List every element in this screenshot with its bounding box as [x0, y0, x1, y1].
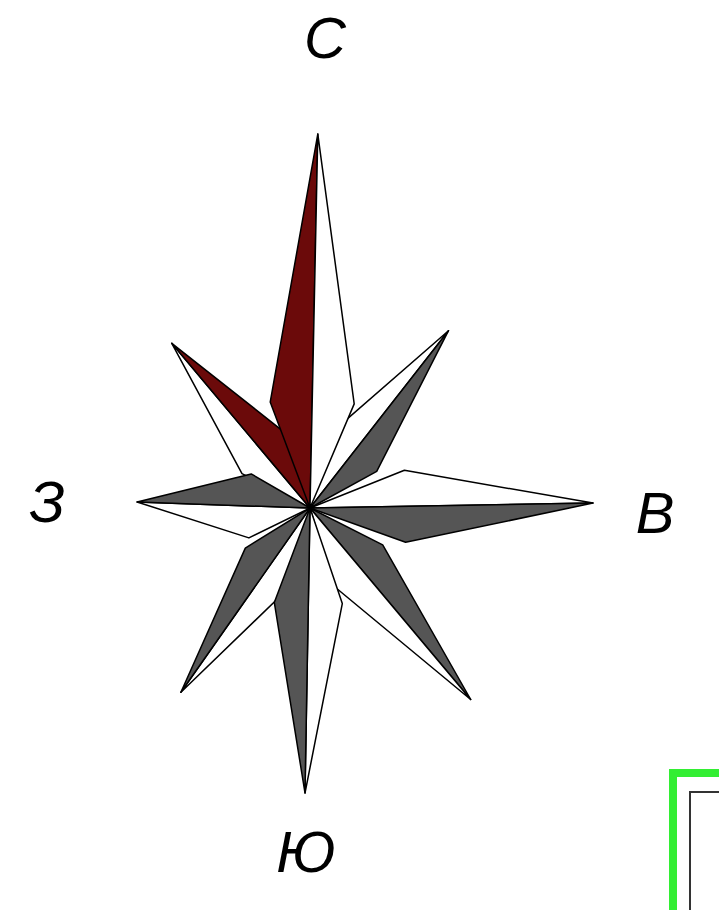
star-ray — [274, 508, 310, 793]
direction-label: С — [304, 9, 346, 67]
star-ray — [310, 134, 354, 508]
direction-label: В — [636, 484, 675, 542]
direction-label: Ю — [276, 823, 335, 881]
compass-star — [137, 134, 593, 793]
frame-corner — [690, 792, 719, 910]
star-ray — [310, 470, 593, 508]
star-ray — [305, 508, 342, 793]
direction-label: З — [29, 473, 65, 531]
star-ray — [137, 474, 310, 508]
star-ray — [310, 503, 593, 542]
green-frame — [673, 773, 719, 910]
